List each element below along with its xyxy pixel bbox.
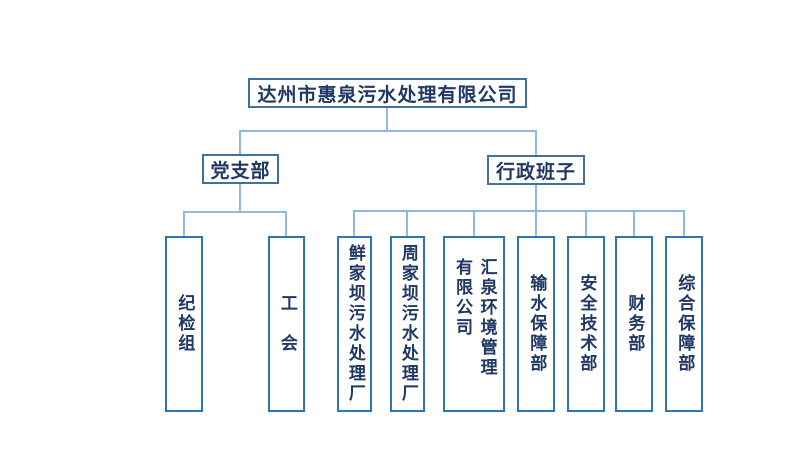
org-node-company-root: 达州市惠泉污水处理有限公司 <box>248 78 527 108</box>
connector-drop-party-branch <box>239 130 241 156</box>
connector-drop-zhoujiaba-plant <box>406 210 408 237</box>
connector-drop-huiquan-company <box>473 210 475 237</box>
connector-drop-general-support-dept <box>683 210 685 237</box>
org-node-safety-technology-dept: 安全技术部 <box>567 236 605 412</box>
connector-level1-horizontal <box>239 130 537 132</box>
connector-party-branch-stem <box>239 184 241 213</box>
general-support-dept-label: 综合保障部 <box>675 274 695 374</box>
connector-drop-discipline-group <box>183 211 185 237</box>
connector-drop-xianjiaba-plant <box>353 210 355 237</box>
company-root-label: 达州市惠泉污水处理有限公司 <box>257 84 518 106</box>
org-node-admin-team: 行政班子 <box>487 155 585 185</box>
org-node-xianjiaba-sewage-plant: 鲜家坝污水处理厂 <box>337 236 372 412</box>
connector-admin-team-stem <box>535 185 537 212</box>
org-node-labor-union: 工 会 <box>268 236 305 412</box>
zhoujiaba-sewage-plant-label: 周家坝污水处理厂 <box>398 244 418 404</box>
connector-root-stem <box>386 108 388 132</box>
finance-dept-label: 财务部 <box>625 294 645 354</box>
org-node-party-branch: 党支部 <box>202 154 279 184</box>
connector-drop-labor-union <box>285 211 287 237</box>
org-node-zhoujiaba-sewage-plant: 周家坝污水处理厂 <box>390 236 425 412</box>
connector-admin-children-horizontal <box>353 210 685 212</box>
admin-team-label: 行政班子 <box>495 161 576 183</box>
org-node-finance-dept: 财务部 <box>615 236 653 412</box>
org-node-water-supply-support-dept: 输水保障部 <box>517 236 555 412</box>
org-node-huiquan-environment-company: 汇泉环境管理有限公司 <box>443 236 505 412</box>
connector-drop-water-supply-dept <box>535 210 537 237</box>
water-supply-support-dept-label: 输水保障部 <box>527 274 547 374</box>
connector-drop-finance-dept <box>633 210 635 237</box>
party-branch-label: 党支部 <box>210 160 271 182</box>
xianjiaba-sewage-plant-label: 鲜家坝污水处理厂 <box>345 244 365 404</box>
connector-drop-safety-tech-dept <box>585 210 587 237</box>
huiquan-environment-company-label: 汇泉环境管理有限公司 <box>453 258 497 378</box>
org-node-discipline-inspection-group: 纪检组 <box>165 236 203 412</box>
safety-technology-dept-label: 安全技术部 <box>577 274 597 374</box>
labor-union-label: 工 会 <box>277 294 297 354</box>
connector-drop-admin-team <box>535 130 537 157</box>
org-node-general-support-dept: 综合保障部 <box>665 236 703 412</box>
discipline-inspection-group-label: 纪检组 <box>175 294 195 354</box>
connector-party-children-horizontal <box>183 211 287 213</box>
